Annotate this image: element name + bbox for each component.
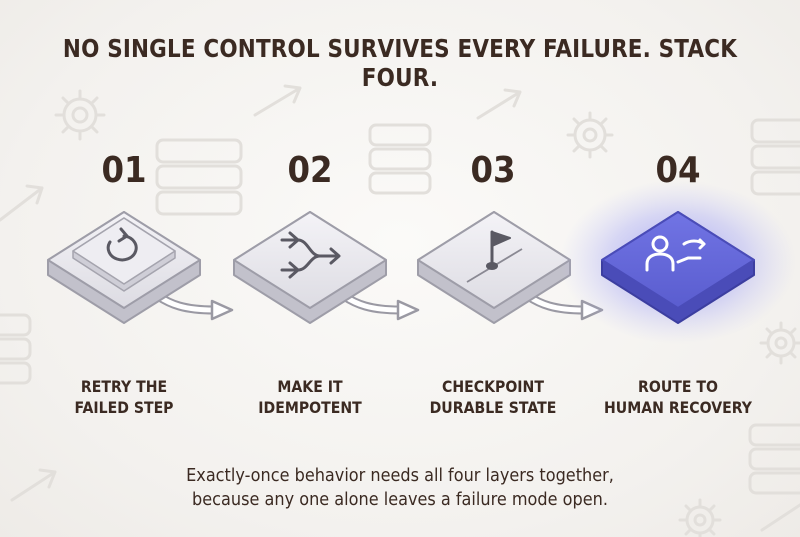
database-icon: [0, 313, 32, 385]
person-handoff-icon: [645, 235, 706, 272]
step-label-2-line-1: MAKE IT: [277, 377, 343, 396]
arrow-icon: [760, 503, 800, 532]
gear-icon: [566, 111, 614, 159]
step-tile-1: [47, 211, 201, 324]
step-number-2: 02: [287, 150, 333, 191]
step-tile-4: [560, 180, 796, 344]
diagram-title: NO SINGLE CONTROL SURVIVES EVERY FAILURE…: [62, 34, 738, 92]
arrow-icon: [10, 468, 57, 502]
step-label-3: CHECKPOINT DURABLE STATE: [405, 376, 581, 418]
step-label-2-line-2: IDEMPOTENT: [258, 398, 362, 417]
step-label-3-line-2: DURABLE STATE: [429, 398, 557, 417]
step-label-1-line-1: RETRY THE: [80, 377, 168, 396]
retry-arrow-icon: [106, 227, 138, 262]
database-icon: [368, 123, 432, 195]
database-icon: [155, 138, 243, 216]
step-label-1-line-2: FAILED STEP: [74, 398, 174, 417]
database-icon: [748, 423, 800, 495]
gear-icon: [759, 321, 800, 365]
step-number-3: 03: [470, 150, 516, 191]
step-label-4: ROUTE TO HUMAN RECOVERY: [590, 376, 766, 418]
flag-pin-icon: [466, 230, 523, 283]
step-number-1: 01: [101, 150, 147, 191]
step-label-4-line-2: HUMAN RECOVERY: [604, 398, 752, 417]
arrow-icon: [476, 88, 522, 120]
step-label-1: RETRY THE FAILED STEP: [36, 376, 212, 418]
caption-line-1: Exactly-once behavior needs all four lay…: [186, 466, 614, 486]
gear-icon: [678, 498, 722, 537]
step-label-2: MAKE IT IDEMPOTENT: [222, 376, 398, 418]
step-label-4-line-1: ROUTE TO: [638, 377, 718, 396]
step-label-3-line-1: CHECKPOINT: [442, 377, 544, 396]
merge-arrows-icon: [280, 231, 341, 279]
caption: Exactly-once behavior needs all four lay…: [32, 464, 768, 512]
database-icon: [750, 118, 800, 196]
step-tile-2: [233, 211, 387, 324]
arrow-icon: [253, 84, 302, 117]
caption-line-2: because any one alone leaves a failure m…: [192, 490, 608, 510]
gear-icon: [54, 89, 106, 141]
arrow-icon: [0, 184, 44, 222]
step-tile-3: [417, 211, 571, 324]
